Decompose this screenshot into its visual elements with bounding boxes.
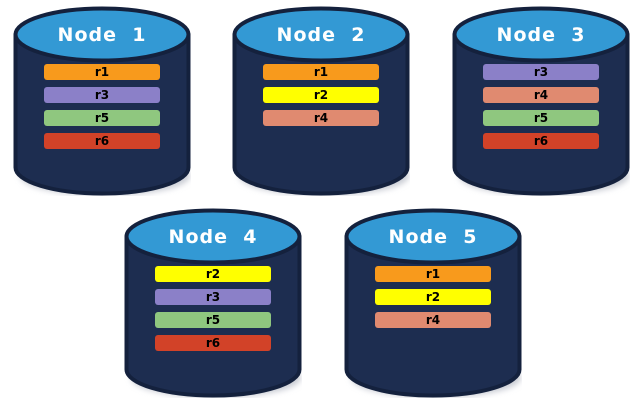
cylinder-top-disc (344, 208, 522, 265)
replica-bar-r4[interactable]: r4 (263, 110, 379, 126)
replica-bar-r1[interactable]: r1 (263, 64, 379, 80)
replica-bar-r3[interactable]: r3 (483, 64, 599, 80)
replica-bar-r2[interactable]: r2 (263, 87, 379, 103)
replica-stack: r1 r3 r5 r6 (13, 64, 191, 149)
cylinder-top-disc (13, 6, 191, 63)
replica-bar-r1[interactable]: r1 (44, 64, 160, 80)
replica-stack: r2 r3 r5 r6 (124, 266, 302, 351)
replica-stack: r1 r2 r4 (232, 64, 410, 126)
replica-bar-r6[interactable]: r6 (44, 133, 160, 149)
replica-bar-r4[interactable]: r4 (483, 87, 599, 103)
replica-bar-r6[interactable]: r6 (155, 335, 271, 351)
cylinder-top-disc (452, 6, 630, 63)
replica-stack: r1 r2 r4 (344, 266, 522, 328)
replica-bar-r3[interactable]: r3 (155, 289, 271, 305)
replica-bar-r2[interactable]: r2 (375, 289, 491, 305)
replica-bar-r6[interactable]: r6 (483, 133, 599, 149)
cylinder-top-disc (232, 6, 410, 63)
replica-bar-r3[interactable]: r3 (44, 87, 160, 103)
replica-bar-r5[interactable]: r5 (44, 110, 160, 126)
replica-bar-r2[interactable]: r2 (155, 266, 271, 282)
replica-stack: r3 r4 r5 r6 (452, 64, 630, 149)
replica-bar-r5[interactable]: r5 (155, 312, 271, 328)
replica-bar-r1[interactable]: r1 (375, 266, 491, 282)
replica-bar-r5[interactable]: r5 (483, 110, 599, 126)
replica-bar-r4[interactable]: r4 (375, 312, 491, 328)
cylinder-top-disc (124, 208, 302, 265)
